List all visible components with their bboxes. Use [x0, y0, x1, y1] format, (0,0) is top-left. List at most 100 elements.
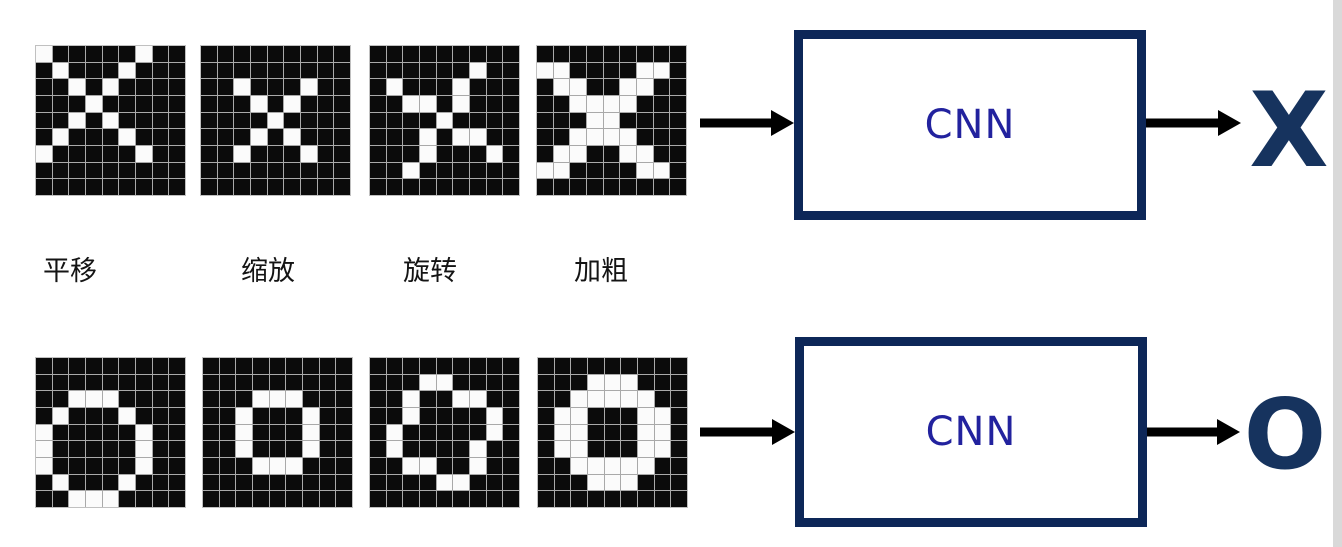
- pixel-cell: [470, 408, 486, 424]
- pixel-cell: [286, 391, 302, 407]
- pixel-cell: [234, 112, 250, 129]
- pixel-cell: [136, 424, 152, 441]
- pixel-cell: [334, 146, 350, 162]
- pixel-cell: [267, 62, 284, 79]
- arrow-right-icon-input-top: [700, 110, 794, 136]
- pixel-cell: [486, 46, 503, 62]
- pixel-cell: [670, 162, 686, 179]
- pixel-cell: [453, 391, 469, 407]
- pixel-cell: [301, 79, 317, 95]
- pixel-cell: [234, 96, 250, 112]
- pixel-cell: [453, 79, 469, 95]
- pixel-cell: [284, 112, 300, 129]
- pixel-cell: [603, 146, 620, 162]
- pixel-cell: [136, 96, 152, 112]
- pixel-cell: [102, 441, 119, 457]
- pixel-cell: [334, 96, 350, 112]
- pixel-cell: [219, 474, 236, 491]
- pixel-cell: [386, 474, 403, 491]
- pixel-cell: [603, 96, 620, 112]
- pixel-cell: [286, 491, 302, 507]
- pixel-cell: [317, 79, 334, 95]
- pixel-cell: [52, 458, 69, 474]
- pixel-cell: [102, 491, 119, 507]
- pixel-cell: [102, 46, 119, 62]
- pixel-cell: [152, 79, 169, 95]
- pixel-cell: [486, 374, 503, 391]
- pixel-cell: [136, 358, 152, 374]
- pixel-cell: [303, 491, 319, 507]
- pixel-cell: [470, 146, 486, 162]
- pixel-cell: [370, 441, 386, 457]
- pixel-cell: [284, 129, 300, 145]
- pixel-cell: [587, 129, 603, 145]
- pixel-cell: [604, 441, 621, 457]
- pixel-cell: [219, 491, 236, 507]
- pixel-cell: [286, 458, 302, 474]
- pixel-cell: [86, 146, 102, 162]
- pixel-cell: [403, 46, 419, 62]
- pixel-cell: [603, 179, 620, 195]
- pixel-cell: [503, 112, 519, 129]
- pixel-cell: [102, 62, 119, 79]
- pixel-cell: [637, 46, 653, 62]
- pixel-cell: [86, 374, 102, 391]
- pixel-cell: [169, 162, 185, 179]
- pixel-cell: [201, 179, 217, 195]
- pixel-cell: [554, 424, 571, 441]
- pixel-cell: [336, 408, 352, 424]
- pixel-cell: [236, 424, 252, 441]
- transform-label-translate: 平移: [43, 256, 97, 287]
- pixel-cell: [36, 112, 52, 129]
- pixel-cell: [486, 179, 503, 195]
- pixel-cell: [436, 146, 453, 162]
- pixel-cell: [436, 374, 453, 391]
- pixel-cell: [453, 408, 469, 424]
- pixel-cell: [604, 458, 621, 474]
- pixel-cell: [334, 112, 350, 129]
- pixel-cell: [637, 179, 653, 195]
- pixel-cell: [554, 441, 571, 457]
- pixel-cell: [119, 458, 135, 474]
- pixel-cell: [486, 146, 503, 162]
- pixel-cell: [201, 146, 217, 162]
- pixel-cell: [119, 62, 135, 79]
- pixel-cell: [201, 129, 217, 145]
- pixel-cell: [486, 62, 503, 79]
- pixel-cell: [52, 474, 69, 491]
- pixel-cell: [301, 112, 317, 129]
- pixel-cell: [152, 441, 169, 457]
- pixel-cell: [236, 391, 252, 407]
- pixel-cell: [136, 441, 152, 457]
- pixel-cell: [420, 129, 436, 145]
- pixel-cell: [169, 129, 185, 145]
- pixel-cell: [52, 441, 69, 457]
- pixel-cell: [453, 112, 469, 129]
- pixel-cell: [219, 374, 236, 391]
- pixel-cell: [470, 441, 486, 457]
- pixel-cell: [52, 62, 69, 79]
- pixel-cell: [571, 474, 587, 491]
- pixel-cell: [36, 491, 52, 507]
- pixel-cell: [169, 424, 185, 441]
- pixel-cell: [621, 391, 637, 407]
- pixel-cell: [436, 491, 453, 507]
- pixel-cell: [403, 424, 419, 441]
- pixel-cell: [571, 424, 587, 441]
- pixel-cell: [269, 441, 286, 457]
- pixel-cell: [253, 491, 269, 507]
- pixel-cell: [588, 491, 604, 507]
- pixel-cell: [553, 179, 570, 195]
- pixel-cell: [52, 112, 69, 129]
- pixel-cell: [470, 179, 486, 195]
- pixel-cell: [334, 129, 350, 145]
- pixel-cell: [587, 162, 603, 179]
- pixel-cell: [470, 391, 486, 407]
- pixel-cell: [436, 474, 453, 491]
- pixel-cell: [136, 374, 152, 391]
- pixel-cell: [670, 62, 686, 79]
- pixel-cell: [334, 62, 350, 79]
- pixel-cell: [303, 474, 319, 491]
- pixel-cell: [403, 62, 419, 79]
- pixel-cell: [386, 79, 403, 95]
